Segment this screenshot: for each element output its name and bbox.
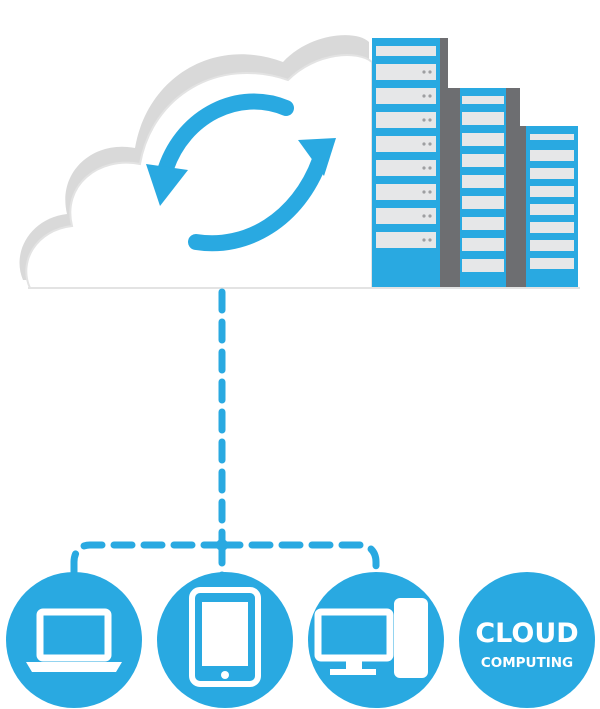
server-rack-icon [372,38,580,289]
cloud-computing-badge: CLOUD COMPUTING [459,572,595,708]
badge-title: CLOUD [475,618,578,649]
laptop-device [6,572,142,708]
network-connector [70,288,380,580]
laptop-icon [26,608,122,672]
sync-arrows-icon [146,93,336,252]
badge-subtitle: COMPUTING [481,655,573,671]
connector-junction [216,539,228,551]
tablet-device [157,572,293,708]
server-rack-1 [372,38,448,288]
tablet-icon [189,587,261,687]
desktop-device [308,572,444,708]
desktop-computer-icon [314,598,428,678]
server-rack-3 [520,126,578,288]
server-rack-2 [446,88,520,288]
